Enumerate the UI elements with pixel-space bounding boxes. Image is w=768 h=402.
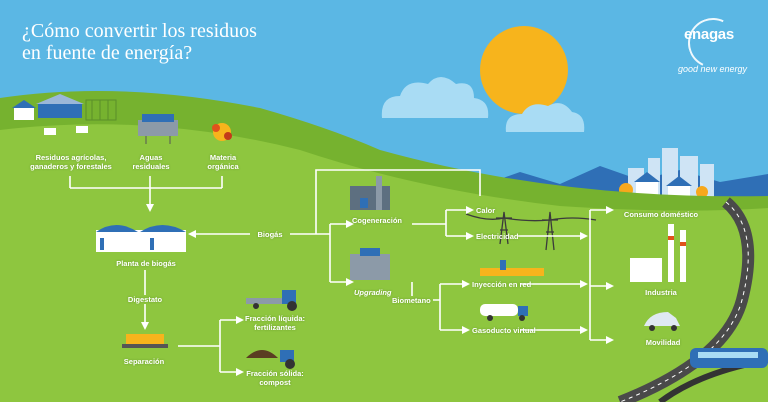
- label-biogas: Biogás: [250, 230, 290, 239]
- cloud-icon: [381, 77, 585, 132]
- label-biogas-plant: Planta de biogás: [116, 259, 176, 268]
- biogas-plant-icon: [96, 225, 186, 252]
- label-digestate: Digestato: [120, 295, 170, 304]
- label-liquid-fraction: Fracción líquida: fertilizantes: [244, 314, 305, 332]
- label-biomethane: Biometano: [390, 296, 433, 305]
- gas-truck-icon: [480, 304, 528, 321]
- industry-icon: [630, 224, 686, 282]
- tagline: good new energy: [678, 64, 748, 74]
- road: [617, 197, 755, 402]
- label-agricultural-waste: Residuos agrícolas, ganaderos y forestal…: [30, 153, 112, 171]
- tractor-liquid-icon: [246, 290, 297, 311]
- label-virtual-pipeline: Gasoducto virtual: [472, 326, 536, 335]
- label-grid-injection: Inyección en red: [472, 280, 532, 289]
- label-industry: Industria: [645, 288, 677, 297]
- label-electricity: Electricidad: [476, 232, 519, 241]
- car-icon: [644, 312, 680, 331]
- label-separation: Separación: [123, 357, 165, 366]
- title-line-1: ¿Cómo convertir los residuos: [22, 20, 257, 42]
- farm-icon: [12, 94, 117, 135]
- title-line-2: en fuente de energía?: [22, 42, 193, 64]
- label-organic-matter: Materia orgánica: [207, 153, 239, 171]
- cogeneration-icon: [350, 176, 390, 210]
- pipeline-icon: [480, 260, 544, 276]
- label-domestic-consumption: Consumo doméstico: [623, 210, 699, 219]
- label-solid-fraction: Fracción sólida: compost: [246, 369, 304, 387]
- label-mobility: Movilidad: [645, 338, 681, 347]
- label-wastewater: Aguas residuales: [132, 153, 170, 171]
- water-treatment-icon: [138, 114, 178, 144]
- logo: enagas: [684, 26, 734, 43]
- sun-icon: [480, 26, 568, 114]
- upgrading-icon: [350, 248, 390, 280]
- power-pylon-icon: [465, 211, 597, 251]
- train-icon: [690, 348, 768, 368]
- label-upgrading: Upgrading: [354, 288, 392, 297]
- label-heat: Calor: [476, 206, 496, 215]
- tractor-solid-icon: [246, 350, 295, 369]
- arrowheads: [141, 204, 614, 376]
- separation-icon: [122, 334, 168, 348]
- page-title: ¿Cómo convertir los residuos en fuente d…: [22, 20, 352, 64]
- label-cogeneration: Cogeneración: [352, 216, 403, 225]
- organic-matter-icon: [212, 123, 232, 141]
